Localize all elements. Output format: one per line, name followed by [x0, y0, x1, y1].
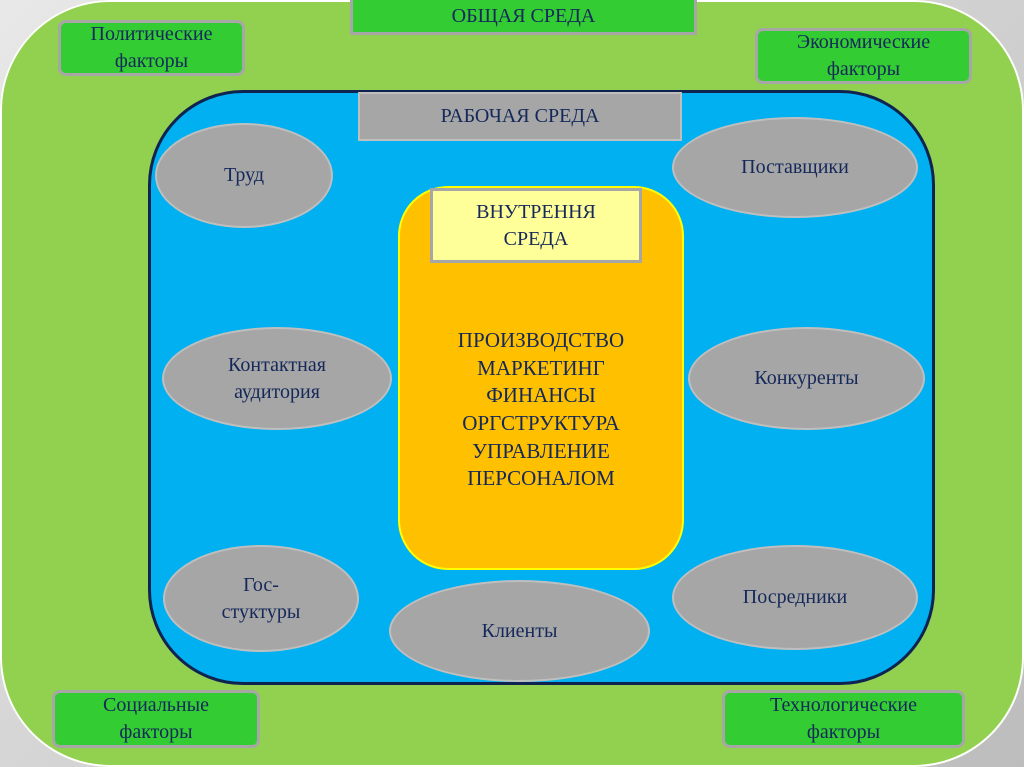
title-text: СРЕДА — [503, 227, 569, 250]
label: Посредники — [742, 586, 848, 608]
general-environment-title: ОБЩАЯ СРЕДА — [350, 0, 697, 35]
competitors-ellipse: Конкуренты — [688, 327, 925, 430]
list-item: ФИНАНСЫ — [486, 383, 596, 408]
label: Социальные — [103, 694, 209, 716]
label: факторы — [826, 58, 901, 80]
clients-ellipse: Клиенты — [389, 580, 650, 682]
suppliers-ellipse: Поставщики — [672, 117, 918, 218]
label: стуктуры — [221, 600, 301, 623]
list-item: МАРКЕТИНГ — [477, 355, 605, 380]
label: Политические — [90, 23, 213, 45]
social-factors-box: Социальные факторы — [52, 690, 260, 748]
label: Конкуренты — [754, 367, 859, 389]
label: Поставщики — [741, 156, 849, 178]
label: Труд — [223, 164, 265, 186]
list-item: ОРГСТРУКТУРА — [462, 411, 620, 435]
title-text: ВНУТРЕННЯ — [476, 200, 596, 223]
list-item: ПРОИЗВОДСТВО — [457, 327, 625, 352]
label: факторы — [806, 721, 881, 743]
political-factors-box: Политические факторы — [58, 20, 245, 76]
label: Клиенты — [481, 619, 558, 642]
label: Гос- — [243, 573, 279, 596]
title-text: РАБОЧАЯ СРЕДА — [440, 105, 600, 127]
label: факторы — [114, 50, 189, 72]
technological-factors-box: Технологические факторы — [722, 690, 965, 748]
list-item: ПЕРСОНАЛОМ — [467, 466, 615, 491]
label: аудитория — [234, 380, 320, 403]
labor-ellipse: Труд — [155, 123, 333, 228]
intermediaries-ellipse: Посредники — [672, 545, 918, 650]
contact-audience-ellipse: Контактная аудитория — [162, 327, 392, 430]
label: Контактная — [228, 353, 326, 376]
gov-structures-ellipse: Гос- стуктуры — [163, 545, 359, 652]
internal-environment-title: ВНУТРЕННЯ СРЕДА — [430, 188, 642, 263]
label: Экономические — [796, 31, 931, 53]
title-text: ОБЩАЯ СРЕДА — [451, 4, 596, 27]
label: Технологические — [769, 694, 917, 716]
work-environment-title: РАБОЧАЯ СРЕДА — [358, 92, 682, 141]
list-item: УПРАВЛЕНИЕ — [472, 438, 610, 463]
economic-factors-box: Экономические факторы — [755, 28, 972, 84]
label: факторы — [119, 721, 193, 743]
internal-functions-list: ПРОИЗВОДСТВО МАРКЕТИНГ ФИНАНСЫ ОРГСТРУКТ… — [400, 315, 682, 505]
